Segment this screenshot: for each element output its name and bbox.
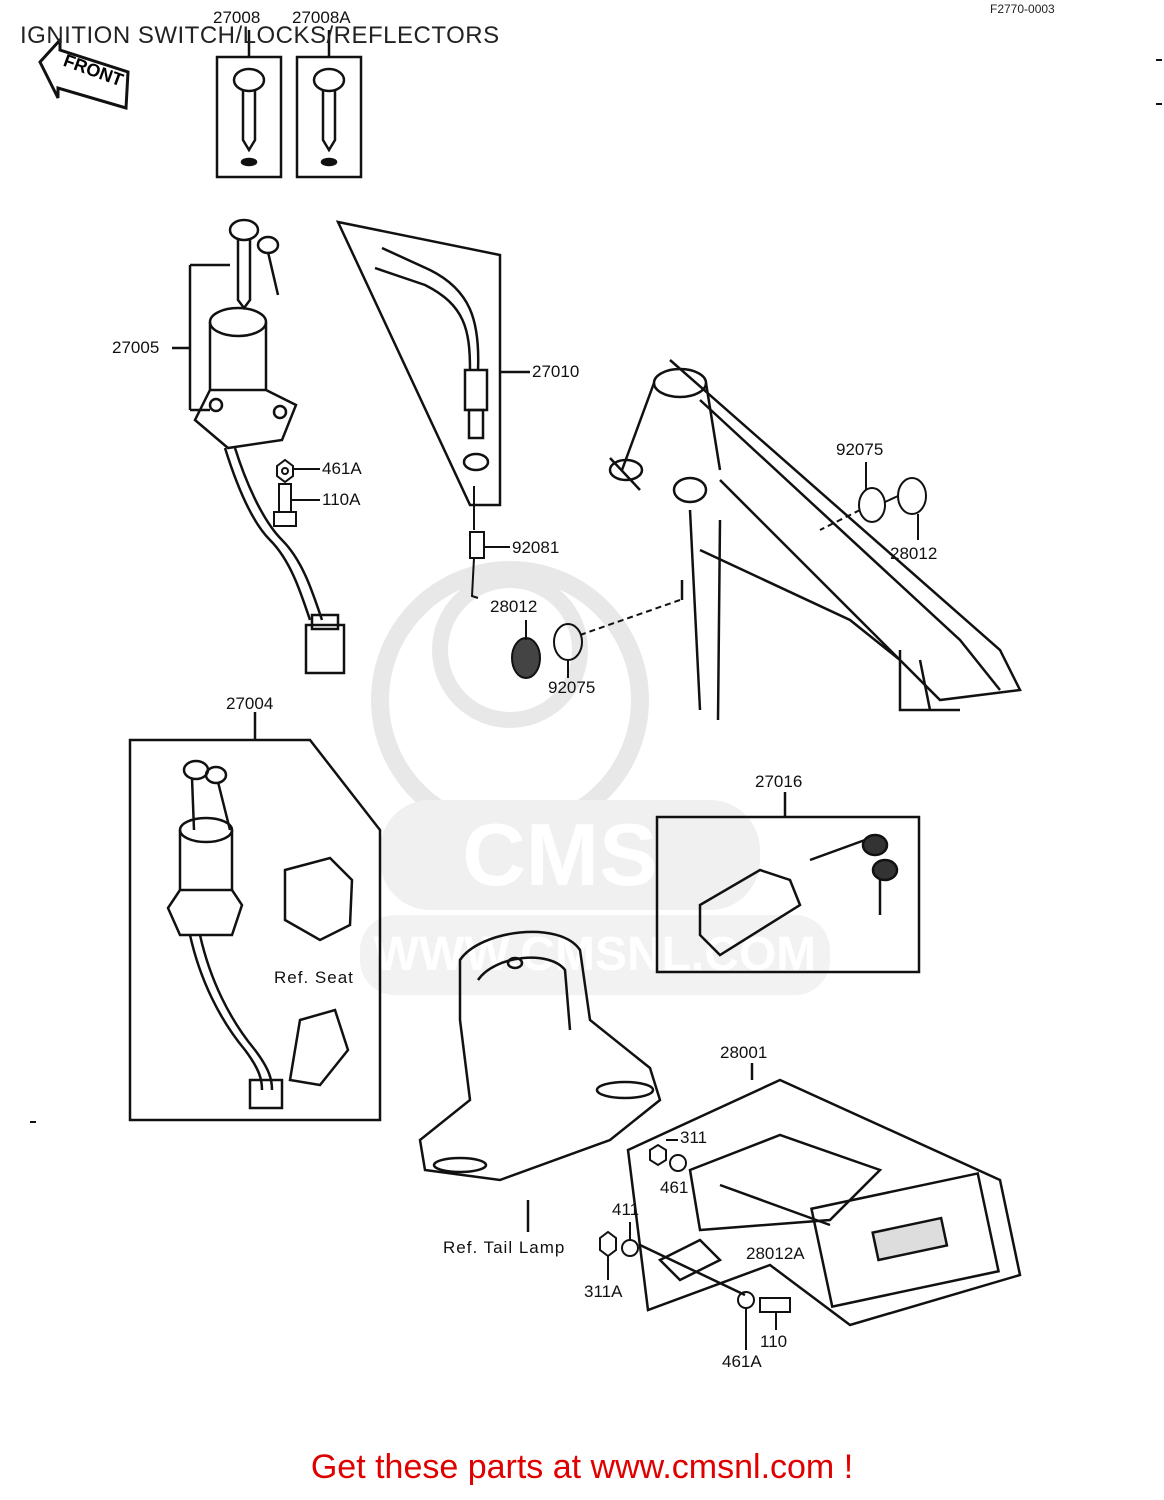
part-label-28012A[interactable]: 28012A [746, 1244, 805, 1263]
cmsnl-watermark: CMS WWW.CMSNL.COM [360, 561, 830, 995]
reflector-28012-mid [511, 620, 541, 679]
washer-92075-mid [553, 599, 681, 678]
svg-text:CMS: CMS [462, 805, 658, 904]
part-label-27008[interactable]: 27008 [213, 8, 261, 27]
part-label-461A-top[interactable]: 461A [322, 459, 362, 478]
key-27008A [295, 30, 363, 179]
part-label-461[interactable]: 461 [660, 1178, 689, 1197]
part-label-28001[interactable]: 28001 [720, 1043, 768, 1062]
key-27008 [215, 30, 283, 179]
part-label-311[interactable]: 311 [680, 1128, 708, 1147]
part-label-411[interactable]: 411 [612, 1200, 640, 1219]
nut-461A-top [276, 458, 320, 484]
diagram-code: F2770-0003 [990, 2, 1055, 16]
reflector-28012-right [884, 477, 927, 540]
bolt-110 [759, 1297, 791, 1330]
footer-link[interactable]: Get these parts at www.cmsnl.com ! [310, 1448, 854, 1486]
diagram-title: IGNITION SWITCH/LOCKS/REFLECTORS [20, 22, 500, 49]
part-label-27010[interactable]: 27010 [532, 362, 580, 381]
part-label-110[interactable]: 110 [760, 1332, 788, 1351]
ref-tail-lamp-label: Ref. Tail Lamp [443, 1238, 566, 1257]
reflector-assembly-28001 [626, 1063, 1022, 1327]
tail-lamp-bracket [418, 930, 662, 1232]
part-label-110A[interactable]: 110A [322, 490, 361, 509]
part-label-28012-mid[interactable]: 28012 [490, 597, 538, 616]
ignition-set-27004 [128, 712, 382, 1122]
wire-harness-27010 [335, 220, 530, 507]
part-label-461A-bottom[interactable]: 461A [722, 1352, 762, 1371]
part-label-311A[interactable]: 311A [584, 1282, 623, 1301]
part-label-92075-mid[interactable]: 92075 [548, 678, 596, 697]
frame-headstock [608, 359, 1022, 721]
bolt-110A [273, 483, 320, 527]
part-label-28012-right[interactable]: 28012 [890, 544, 938, 563]
lock-set-27016 [655, 792, 921, 974]
scan-marks [30, 59, 1162, 1123]
ref-seat-label: Ref. Seat [274, 968, 354, 987]
part-label-27005[interactable]: 27005 [112, 338, 160, 357]
part-label-92075-right[interactable]: 92075 [836, 440, 884, 459]
ignition-switch-27005 [172, 218, 346, 675]
part-label-92081[interactable]: 92081 [512, 538, 560, 557]
part-label-27016[interactable]: 27016 [755, 772, 803, 791]
bolt-92081 [469, 486, 510, 599]
washer-411 [621, 1222, 639, 1257]
front-arrow-icon: FRONT [38, 36, 130, 110]
washer-92075-right [819, 462, 886, 531]
part-label-27004[interactable]: 27004 [226, 694, 274, 713]
nut-311 [649, 1139, 678, 1167]
nut-311A [599, 1230, 617, 1280]
washer-461 [669, 1154, 687, 1172]
part-label-27008A[interactable]: 27008A [292, 8, 351, 27]
washer-461A-bottom [737, 1291, 755, 1350]
